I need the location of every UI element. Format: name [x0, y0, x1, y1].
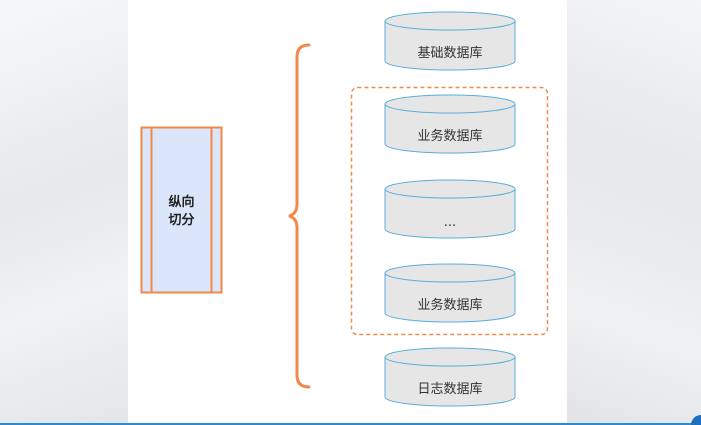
- vertical-split-label-line2: 切分: [168, 212, 194, 228]
- footer-accent-line: [0, 423, 701, 425]
- database-cylinder-business: 业务数据库: [384, 263, 516, 323]
- database-label: ...: [444, 215, 456, 230]
- database-label: 日志数据库: [417, 381, 482, 397]
- database-cylinder-base: 基础数据库: [384, 11, 516, 71]
- database-cylinder-log: 日志数据库: [384, 347, 516, 407]
- business-db-group: [350, 86, 549, 336]
- vertical-split-label-line1: 纵向: [168, 194, 194, 210]
- background-left-panel: [0, 0, 128, 425]
- database-label: 基础数据库: [417, 45, 482, 61]
- curly-brace: [288, 43, 311, 389]
- database-label: 业务数据库: [417, 297, 482, 313]
- corner-accent: [691, 415, 701, 425]
- vertical-split-box: 纵向 切分: [140, 126, 223, 294]
- background-right-panel: [567, 0, 701, 425]
- database-label: 业务数据库: [417, 128, 482, 144]
- database-cylinder-ellipsis: ...: [384, 179, 516, 239]
- database-cylinder-business: 业务数据库: [384, 94, 516, 154]
